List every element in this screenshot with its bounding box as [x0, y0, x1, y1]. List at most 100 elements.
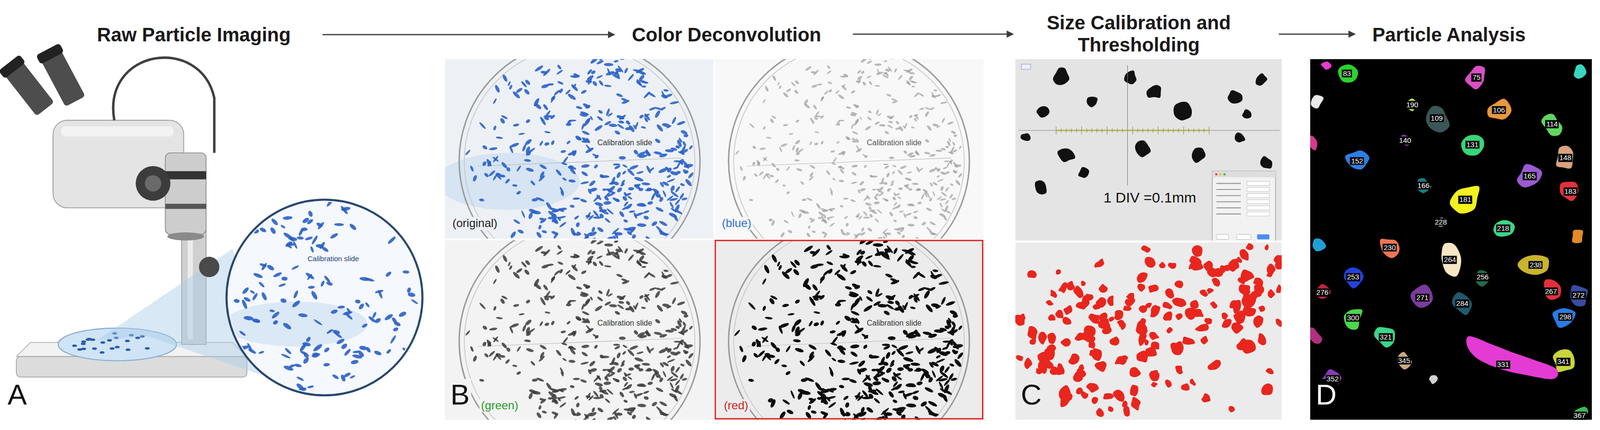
particle	[825, 169, 831, 176]
particle	[838, 384, 845, 389]
scale-tick	[1147, 128, 1149, 133]
particle	[924, 138, 930, 144]
particle	[863, 381, 874, 388]
particle	[780, 270, 791, 281]
particle	[233, 298, 240, 304]
particle	[653, 151, 663, 156]
particle	[884, 198, 889, 203]
particle	[954, 179, 962, 187]
particle	[943, 365, 951, 375]
particle	[374, 289, 384, 295]
particle	[908, 384, 917, 388]
particle	[585, 318, 591, 325]
particle	[301, 216, 310, 224]
particle	[270, 217, 280, 227]
particle	[804, 376, 815, 384]
particle	[505, 347, 512, 353]
particle	[908, 114, 914, 119]
particle	[748, 122, 755, 130]
particle	[252, 228, 260, 235]
petri-dish-rim	[459, 239, 700, 421]
particle	[808, 397, 814, 402]
particle	[618, 300, 625, 305]
particle	[850, 123, 854, 130]
particle	[945, 170, 950, 175]
scale-tick	[1122, 128, 1123, 133]
particle	[735, 150, 740, 155]
particle	[762, 156, 768, 162]
particle	[614, 310, 621, 316]
particle	[809, 250, 817, 255]
particle	[575, 285, 583, 291]
particle	[826, 217, 831, 222]
particle	[810, 410, 817, 415]
particle	[796, 167, 803, 173]
particle	[523, 269, 530, 276]
particle	[802, 98, 809, 106]
scale-tick	[1091, 128, 1093, 133]
particle	[598, 420, 605, 421]
particle	[924, 110, 930, 118]
particle	[750, 324, 758, 332]
particle	[555, 69, 564, 76]
particle	[815, 202, 822, 210]
particle	[820, 140, 824, 145]
particle	[594, 382, 604, 388]
particle	[562, 357, 568, 362]
particle	[604, 84, 612, 88]
particle	[600, 209, 610, 216]
particle	[307, 210, 314, 218]
particle	[920, 193, 925, 200]
particle	[877, 303, 888, 309]
particle	[343, 348, 352, 358]
particle	[518, 313, 525, 316]
particle	[669, 100, 680, 105]
particle	[862, 344, 869, 350]
particle	[748, 378, 755, 383]
particle	[544, 322, 550, 327]
particle	[580, 164, 590, 169]
particle	[650, 220, 659, 228]
particle	[670, 365, 676, 373]
particle	[320, 280, 326, 288]
particle	[780, 142, 788, 148]
thresholded-particle	[1207, 360, 1221, 371]
particle	[464, 149, 471, 156]
particle	[863, 164, 868, 169]
particle	[827, 208, 834, 213]
particle	[642, 390, 650, 395]
particle	[539, 296, 547, 307]
particle	[866, 289, 874, 296]
particle	[951, 328, 959, 335]
particle	[903, 183, 910, 188]
particle	[243, 315, 255, 322]
microscope-illustration	[0, 42, 423, 396]
particle	[359, 276, 370, 282]
particle	[478, 302, 487, 310]
particle	[925, 206, 933, 212]
particle	[401, 347, 410, 353]
particle	[623, 67, 629, 75]
particle	[854, 323, 862, 333]
particle	[511, 90, 521, 100]
particle	[921, 221, 927, 227]
particle	[843, 314, 852, 323]
particle	[633, 183, 641, 188]
particle	[525, 118, 531, 124]
particle	[619, 363, 625, 368]
particle	[935, 149, 942, 153]
particle	[524, 138, 533, 147]
particle	[333, 331, 343, 340]
particle	[586, 249, 593, 256]
particle	[929, 153, 937, 158]
particle	[575, 105, 583, 110]
particle	[670, 116, 677, 125]
particle	[917, 91, 925, 98]
particle	[632, 305, 637, 310]
particle	[309, 245, 315, 253]
particle	[647, 271, 657, 279]
particle	[1173, 101, 1192, 121]
particle	[618, 210, 626, 218]
particle	[897, 390, 905, 394]
particle	[929, 220, 937, 227]
